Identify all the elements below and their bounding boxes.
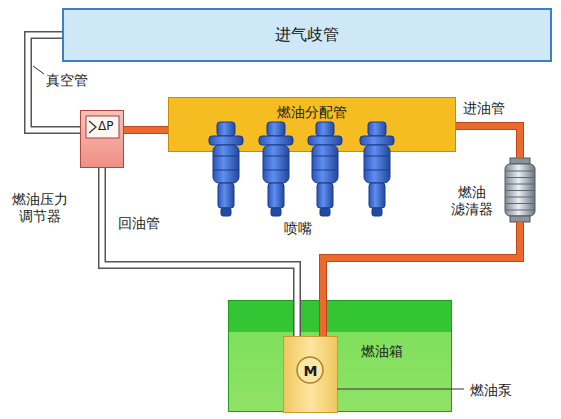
regulator-box: ΔP燃油压力 调节器 — [80, 110, 124, 168]
filter-cap — [510, 216, 530, 222]
part-label: 回油管 — [118, 215, 160, 232]
filter-rib — [506, 184, 534, 185]
filter-rib — [506, 197, 534, 198]
part-label: 进油管 — [463, 100, 505, 117]
pipe-stroke — [456, 126, 520, 158]
fuel-pump: M燃油泵 — [283, 336, 338, 413]
leader-line — [33, 66, 44, 74]
manifold-box: 进气歧管 — [62, 8, 552, 62]
node-label: ΔP — [98, 119, 113, 133]
injector — [308, 122, 342, 216]
node-label: 燃油分配管 — [169, 104, 455, 121]
pipe-stroke — [124, 126, 168, 134]
pipe-stroke — [124, 127, 168, 133]
leader-line — [337, 389, 464, 390]
fuel-pipe — [456, 126, 520, 158]
injector — [209, 122, 243, 216]
node-label: M — [284, 363, 337, 380]
node-label: 燃油泵 — [470, 382, 512, 399]
node-label: 进气歧管 — [64, 25, 550, 44]
pipe-stroke — [102, 168, 297, 336]
injector — [360, 122, 394, 216]
pipe-stroke — [323, 222, 520, 336]
fuel-rail-box: 燃油分配管 — [168, 97, 456, 152]
motor-circle — [297, 357, 323, 383]
pipe-stroke — [456, 126, 520, 158]
injector — [259, 122, 293, 216]
fuel-pipe — [323, 222, 520, 336]
pipe-stroke — [102, 168, 297, 336]
node-label: 燃油 滤清器 — [445, 184, 499, 218]
part-label: 真空管 — [46, 72, 88, 89]
fuel-tank: 燃油箱 M燃油泵 — [228, 300, 452, 412]
filter-ribs — [506, 171, 534, 210]
delta-p-box — [86, 116, 119, 138]
vacuum-return-pipe — [28, 35, 80, 130]
filter-rib — [506, 190, 534, 191]
fuel-pipe — [124, 130, 168, 131]
filter-cap — [510, 158, 530, 164]
filter-body — [505, 164, 535, 216]
fuel-filter: 燃油 滤清器 — [505, 158, 535, 222]
pipe-stroke — [323, 222, 520, 336]
filter-rib — [506, 203, 534, 204]
vacuum-return-pipe — [102, 168, 297, 336]
filter-rib — [506, 210, 534, 211]
node-label: 燃油箱 — [361, 343, 403, 360]
part-label: 喷嘴 — [284, 220, 312, 237]
node-label: 燃油压力 调节器 — [3, 191, 77, 225]
pipe-stroke — [28, 35, 80, 130]
delta-p-symbol — [89, 121, 96, 133]
filter-rib — [506, 177, 534, 178]
filter-rib — [506, 171, 534, 172]
pipe-stroke — [28, 35, 80, 130]
